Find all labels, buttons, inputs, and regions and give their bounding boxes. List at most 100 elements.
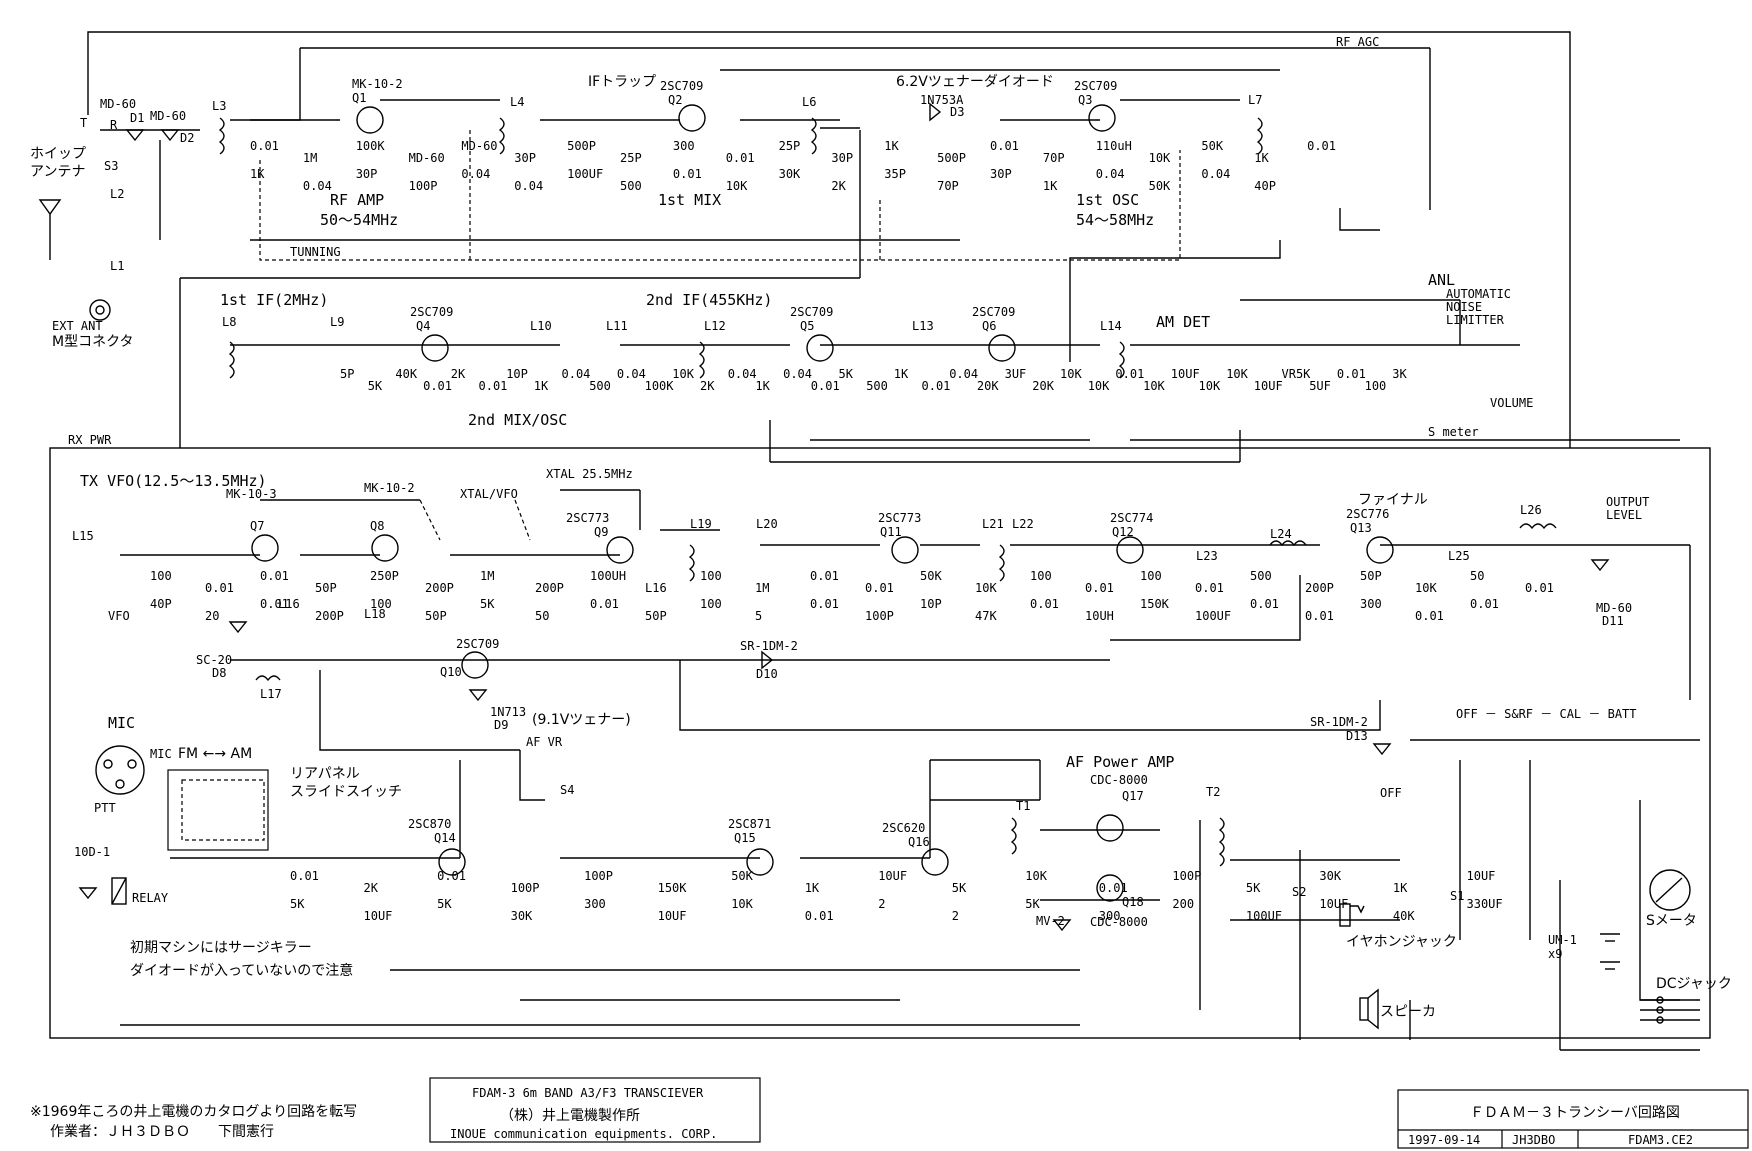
svg-text:Q1: Q1 [352,91,366,105]
rf-agc-label: RF AGC [1336,35,1379,49]
svg-text:MK-10-2: MK-10-2 [352,77,403,91]
component-value: 10K [975,581,997,595]
svg-text:SR-1DM-2: SR-1DM-2 [1310,715,1368,729]
coil-l23: L23 [1196,549,1218,563]
anl-desc-2: NOISE [1446,300,1482,314]
diode-mv2: MV-2 [1036,914,1072,932]
component-value: 40K [1393,909,1415,923]
component-values-rx-front: 0.011M100KMD-60MD-6030P500P25P3000.0125P… [250,139,1336,193]
component-value: 20K [1032,379,1054,393]
component-value: 1K [1254,151,1269,165]
svg-text:SC-20: SC-20 [196,653,232,667]
coil-l19: L19 [690,517,712,531]
component-value: 100UF [1246,909,1282,923]
component-value: 0.01 [673,167,702,181]
coil-l9: L9 [330,315,344,329]
component-value: 10K [726,179,748,193]
source-note: ※1969年ころの井上電機のカタログより回路を転写 [30,1104,357,1120]
first-osc-freq-label: 54～58MHz [1076,211,1154,229]
component-value: 70P [1043,151,1065,165]
component-value: 0.01 [811,379,840,393]
component-value: 0.01 [810,569,839,583]
component-value: 0.01 [1337,367,1366,381]
component-value: 5K [437,897,452,911]
component-value: 10K [1143,379,1165,393]
svg-text:Q16: Q16 [908,835,930,849]
svg-text:MD-60: MD-60 [1596,601,1632,615]
coil-l12: L12 [704,319,726,333]
svg-text:2SC709: 2SC709 [456,637,499,651]
component-value: 50P [315,581,337,595]
anl-label: ANL [1428,271,1455,289]
svg-text:2SC773: 2SC773 [566,511,609,525]
svg-text:1N713: 1N713 [490,705,526,719]
fm-am-label: FM ←→ AM [178,746,252,762]
switch-off: OFF [1380,786,1402,800]
company-en: INOUE communication equipments. CORP. [450,1127,717,1141]
vfo-label: VFO [108,609,130,623]
component-value: 500P [567,139,596,153]
rf-amp-label: RF AMP [330,191,384,209]
coil-l4: L4 [510,95,524,109]
final-label: ファイナル [1358,492,1428,508]
component-value: 500 [620,179,642,193]
svg-text:Q6: Q6 [982,319,996,333]
um1-label-1: UM-1 [1548,933,1577,947]
transformer-t2: T2 [1206,785,1220,799]
component-value: 0.04 [1201,167,1230,181]
component-values-tx: 1000.010.0150P250P200P1M200P100UHL161001… [150,569,1554,623]
component-value: 3UF [1005,367,1027,381]
switch-s4: S4 [560,783,574,797]
mic-pin-label: MIC [150,747,172,761]
component-value: 100 [370,597,392,611]
caution-note-2: ダイオードが入っていないので注意 [130,962,353,979]
svg-text:2SC620: 2SC620 [882,821,925,835]
component-value: 200P [1305,581,1334,595]
component-value: 0.01 [1470,597,1499,611]
component-value: 50P [425,609,447,623]
component-value: 0.01 [1305,609,1334,623]
svg-text:Q11: Q11 [880,525,902,539]
coil-l10: L10 [530,319,552,333]
svg-text:2SC709: 2SC709 [410,305,453,319]
component-value: 100P [511,881,540,895]
svg-text:Q18: Q18 [1122,895,1144,909]
component-value: 30K [779,167,801,181]
switch-s3: S3 [104,159,118,173]
component-value: 10UF [878,869,907,883]
component-value: 1M [480,569,494,583]
component-value: 100P [865,609,894,623]
svg-text:D1: D1 [130,111,144,125]
svg-text:D8: D8 [212,666,226,680]
whip-label-2: アンテナ [30,164,85,180]
output-level-label-1: OUTPUT [1606,495,1649,509]
coil-labels: L1 L2 L3 L4 L6 L7 L8 L9 L10 L11 L12 L13 … [72,93,1557,867]
component-value: 0.01 [805,909,834,923]
component-value: 100P [1172,869,1201,883]
svg-text:Q9: Q9 [594,525,608,539]
svg-text:Q5: Q5 [800,319,814,333]
component-value: 10K [1226,367,1248,381]
anl-desc-1: AUTOMATIC [1446,287,1511,301]
component-value: 10K [1415,581,1437,595]
section-labels: RF AGC IFトラップ 6.2Vツェナーダイオード RF AMP 50～54… [30,35,1732,1020]
footer: ※1969年ころの井上電機のカタログより回路を転写 作業者：ＪＨ３ＤＢＯ 下間憲… [30,1077,1749,1149]
first-osc-label: 1st OSC [1076,191,1139,209]
component-value: 10K [731,897,753,911]
component-value: 100 [150,569,172,583]
um1-label-2: x9 [1548,947,1562,961]
component-value: 0.01 [810,597,839,611]
component-value: 250P [370,569,399,583]
component-value: 30P [514,151,536,165]
component-value: 500P [937,151,966,165]
diode-10d1: 10D-1 [74,845,110,900]
component-value: 500 [1250,569,1272,583]
relay-label: RELAY [132,891,169,905]
coil-l26: L26 [1520,503,1542,517]
